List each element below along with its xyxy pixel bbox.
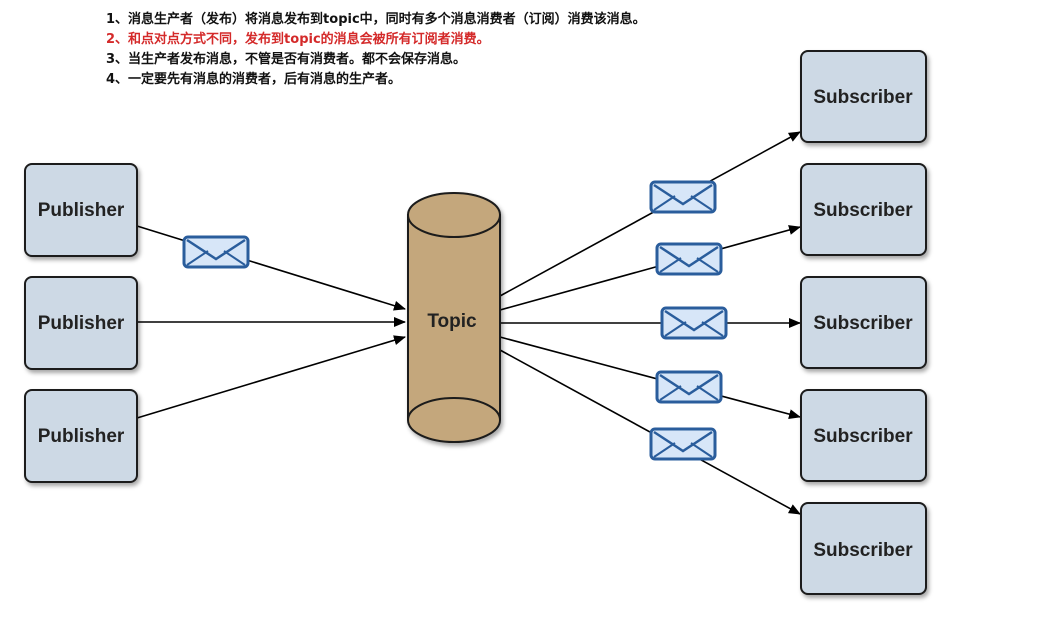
subscriber-node: Subscriber xyxy=(800,502,927,595)
subscriber-label: Subscriber xyxy=(813,313,913,334)
arrow-subscriber-1 xyxy=(499,131,801,297)
subscriber-node: Subscriber xyxy=(800,276,927,369)
notes-block: 1、消息生产者（发布）将消息发布到topic中，同时有多个消息消费者（订阅）消费… xyxy=(106,10,826,90)
subscriber-label: Subscriber xyxy=(813,200,913,221)
publisher-label: Publisher xyxy=(38,426,125,447)
envelope-icon xyxy=(649,180,717,214)
publisher-node: Publisher xyxy=(24,276,138,370)
envelope-icon xyxy=(660,306,728,340)
publisher-node: Publisher xyxy=(24,163,138,257)
subscriber-label: Subscriber xyxy=(813,87,913,108)
envelope-icon xyxy=(655,370,723,404)
note-1: 1、消息生产者（发布）将消息发布到topic中，同时有多个消息消费者（订阅）消费… xyxy=(106,12,646,27)
subscriber-label: Subscriber xyxy=(813,540,913,561)
arrow-subscriber-2 xyxy=(499,225,801,311)
subscriber-node: Subscriber xyxy=(800,50,927,143)
subscriber-node: Subscriber xyxy=(800,389,927,482)
subscriber-node: Subscriber xyxy=(800,163,927,256)
subscriber-label: Subscriber xyxy=(813,426,913,447)
topic-label: Topic xyxy=(427,311,477,332)
note-2: 2、和点对点方式不同，发布到topic的消息会被所有订阅者消费。 xyxy=(106,32,490,47)
envelope-icon xyxy=(182,235,250,269)
publisher-label: Publisher xyxy=(38,200,125,221)
note-4: 4、一定要先有消息的消费者，后有消息的生产者。 xyxy=(106,72,402,87)
envelope-icon xyxy=(655,242,723,276)
arrow-publisher-3 xyxy=(136,335,406,419)
publisher-label: Publisher xyxy=(38,313,125,334)
arrow-publisher-1 xyxy=(136,225,406,311)
topic-cylinder xyxy=(407,192,501,443)
arrow-subscriber-4 xyxy=(499,336,801,419)
note-3: 3、当生产者发布消息，不管是否有消费者。都不会保存消息。 xyxy=(106,52,467,67)
publisher-node: Publisher xyxy=(24,389,138,483)
envelope-icon xyxy=(649,427,717,461)
